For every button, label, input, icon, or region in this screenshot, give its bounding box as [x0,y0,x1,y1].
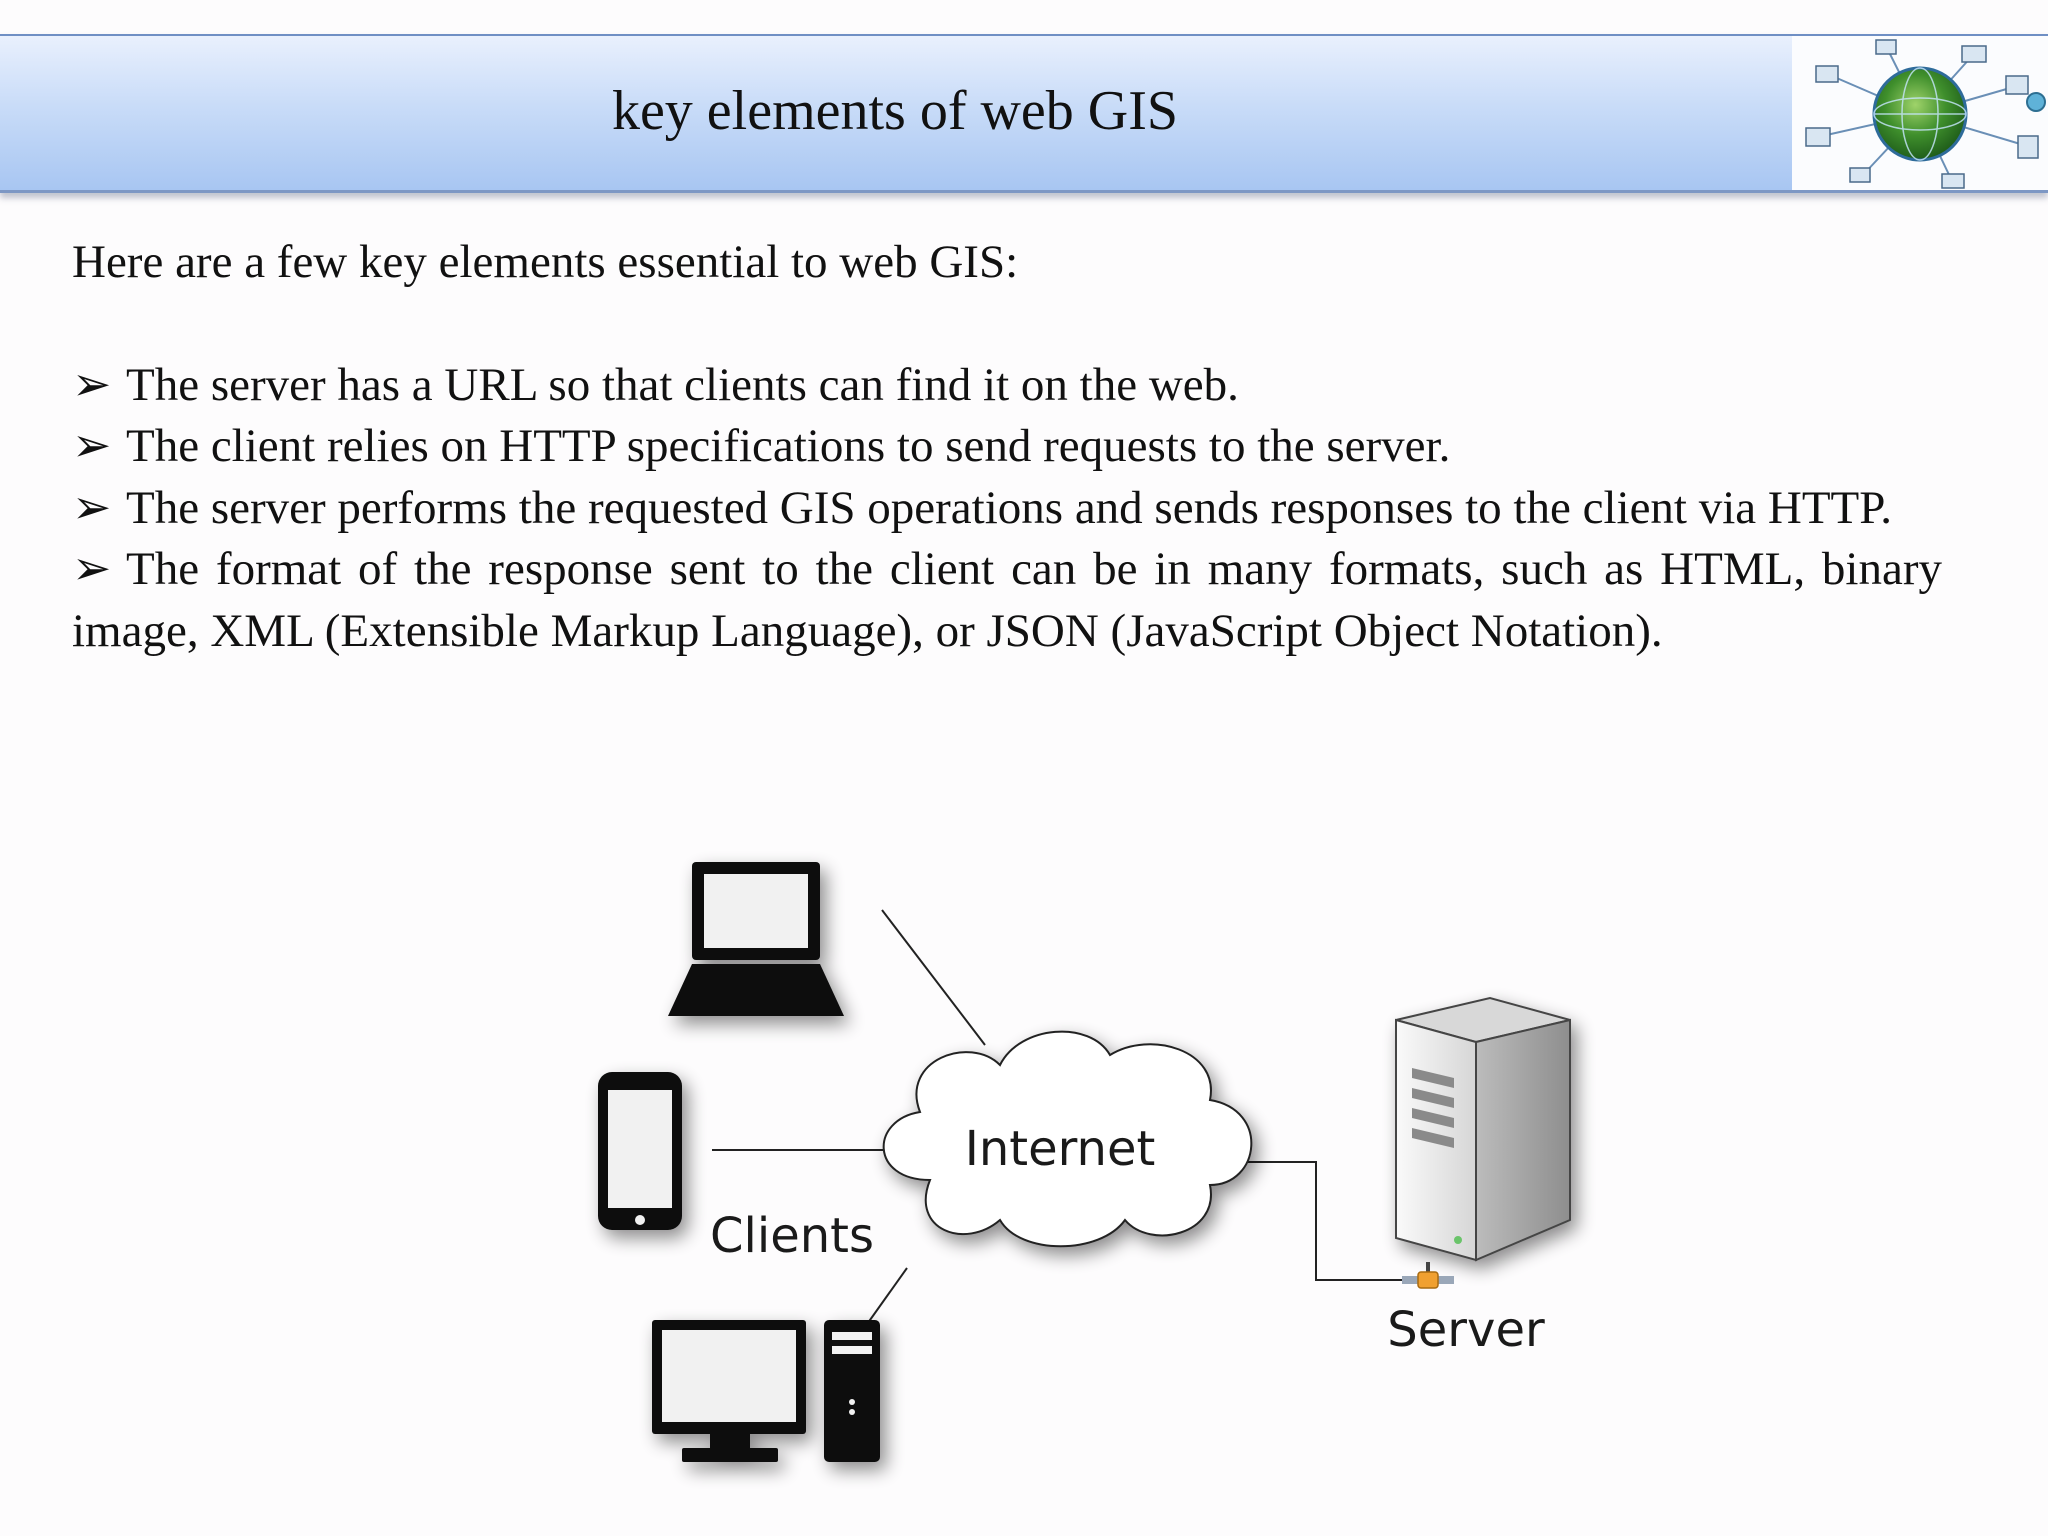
bullet-item: ➢ The client relies on HTTP specification… [72,416,1942,478]
arrow-bullet-icon: ➢ [72,481,112,534]
bullet-text: The client relies on HTTP specifications… [126,420,1451,472]
slide-title: key elements of web GIS [611,80,1179,142]
arrow-bullet-icon: ➢ [72,543,112,595]
bullet-item: ➢ The server has a URL so that clients ca… [72,355,1942,417]
bullet-text: The server has a URL so that clients can… [126,358,1239,411]
server-label: Server [1387,1302,1545,1358]
arrow-bullet-icon: ➢ [72,358,112,411]
slide-title-bar: key elements of web GIS [0,34,2048,193]
cloud-icon [882,1030,1253,1248]
internet-label: Internet [965,1121,1156,1177]
intro-text: Here are a few key elements essential to… [72,236,1019,288]
slide-body: Here are a few key elements essential to… [72,232,1942,662]
smartphone-icon [598,1072,682,1230]
bullet-text: The format of the response sent to the c… [72,543,1942,657]
bullet-item: ➢ The server performs the requested GIS o… [72,478,1942,540]
bullet-text: The server performs the requested GIS op… [126,481,1892,534]
network-globe-icon [1792,36,2048,190]
arrow-bullet-icon: ➢ [72,420,112,472]
laptop-icon [668,862,844,1016]
desktop-computer-icon [652,1320,880,1462]
server-tower-icon [1395,996,1571,1262]
bullet-item: ➢The format of the response sent to the … [72,539,1942,662]
clients-label: Clients [710,1208,874,1264]
client-server-diagram: Internet Clients Server [570,840,1670,1520]
network-connector-icon [1402,1262,1454,1289]
